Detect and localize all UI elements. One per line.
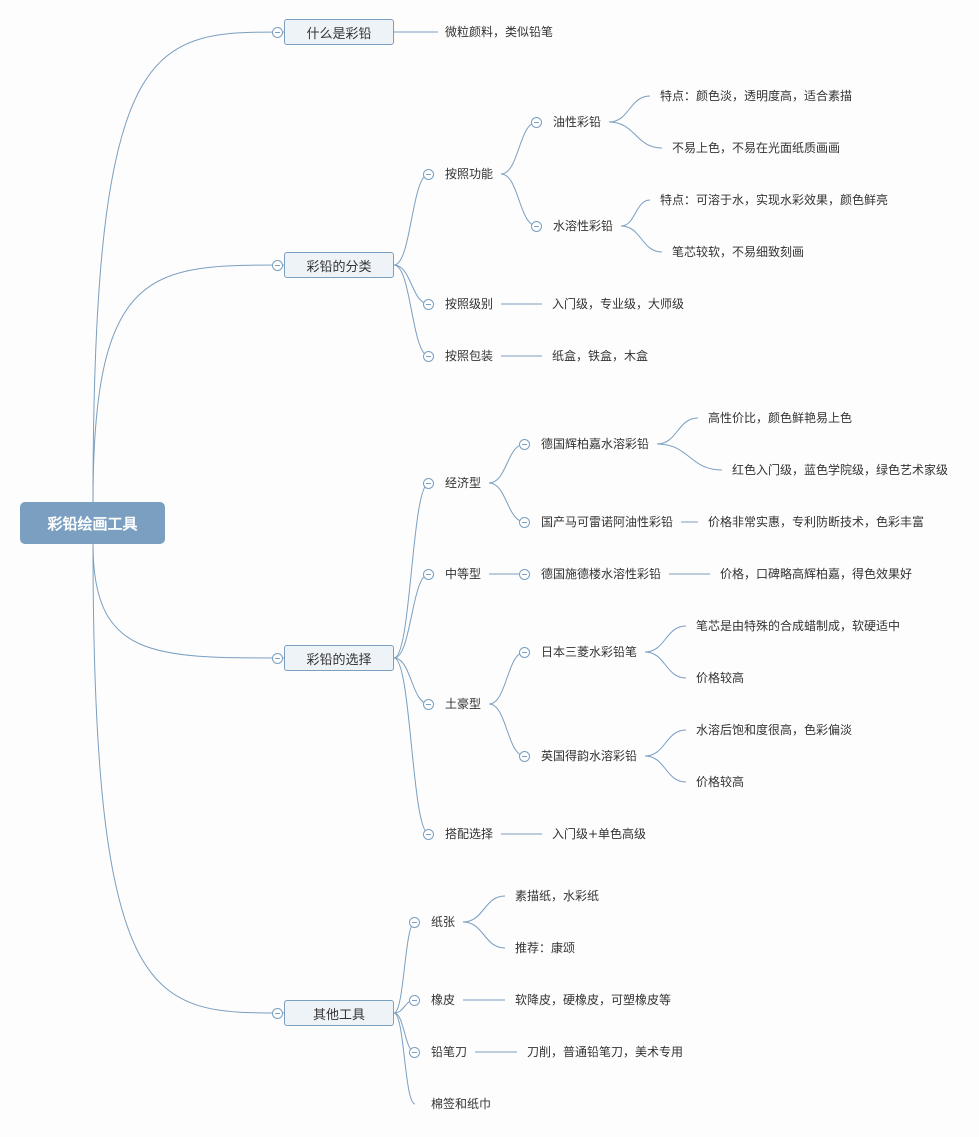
connector-line [393, 657, 430, 835]
collapse-toggle-icon[interactable] [408, 994, 420, 1006]
collapse-toggle-icon[interactable] [530, 220, 542, 232]
topic-label: 按照功能 [445, 167, 494, 181]
connector-line [500, 173, 538, 227]
leaf-label: 特点：可溶于水，实现水彩效果，颜色鲜亮 [660, 193, 889, 207]
collapse-toggle-icon[interactable] [518, 516, 530, 528]
leaf-label: 价格非常实惠，专利防断技术，色彩丰富 [708, 515, 925, 529]
connector-line [656, 443, 723, 471]
collapse-toggle-icon[interactable] [408, 916, 420, 928]
connector-line [644, 729, 687, 757]
leaf-label: 红色入门级，蓝色学院级，绿色艺术家级 [732, 463, 949, 477]
subtopic-label: 水溶性彩铅 [553, 219, 614, 233]
connector-line [393, 264, 430, 357]
topic-label: 搭配选择 [445, 827, 494, 841]
subtopic-label: 油性彩铅 [553, 115, 602, 129]
collapse-toggle-icon[interactable] [518, 646, 530, 658]
leaf-label: 刀削，普通铅笔刀，美术专用 [527, 1045, 684, 1059]
connector-line [92, 543, 285, 1014]
branch-node[interactable]: 彩铅的选择 [284, 645, 394, 671]
collapse-toggle-icon[interactable] [422, 350, 434, 362]
collapse-toggle-icon[interactable] [271, 652, 283, 664]
collapse-toggle-icon[interactable] [422, 477, 434, 489]
collapse-toggle-icon[interactable] [518, 568, 530, 580]
collapse-toggle-icon[interactable] [422, 568, 434, 580]
topic-label: 棉签和纸巾 [431, 1097, 492, 1111]
connector-line [393, 1012, 416, 1105]
topic-label: 铅笔刀 [431, 1045, 468, 1059]
branch-node[interactable]: 彩铅的分类 [284, 252, 394, 278]
leaf-label: 水溶后饱和度很高，色彩偏淡 [696, 723, 853, 737]
topic-label: 中等型 [445, 567, 482, 581]
leaf-label: 笔芯较软，不易细致刻画 [672, 245, 805, 259]
connector-line [393, 264, 430, 305]
connector-line [620, 225, 663, 253]
connector-line [462, 921, 506, 949]
collapse-toggle-icon[interactable] [271, 259, 283, 271]
collapse-toggle-icon[interactable] [422, 168, 434, 180]
topic-label: 土豪型 [445, 697, 482, 711]
connector-line [608, 95, 651, 123]
connector-line [393, 1012, 416, 1053]
connector-line [644, 651, 687, 679]
subtopic-label: 日本三菱水彩铅笔 [541, 645, 638, 659]
connector-line [488, 443, 526, 484]
leaf-label: 入门级，专业级，大师级 [552, 297, 685, 311]
collapse-toggle-icon[interactable] [530, 116, 542, 128]
connector-line [644, 755, 687, 783]
collapse-toggle-icon[interactable] [518, 750, 530, 762]
collapse-toggle-icon[interactable] [422, 698, 434, 710]
leaf-label: 价格较高 [696, 671, 745, 685]
topic-label: 经济型 [445, 476, 482, 490]
topic-label: 纸张 [431, 915, 456, 929]
connector-line [644, 625, 687, 653]
leaf-label: 高性价比，颜色鲜艳易上色 [708, 411, 853, 425]
leaf-label: 素描纸，水彩纸 [515, 889, 600, 903]
leaf-label: 纸盒，铁盒，木盒 [552, 349, 649, 363]
connector-line [92, 543, 285, 659]
collapse-toggle-icon[interactable] [422, 828, 434, 840]
connector-line [488, 482, 526, 523]
leaf-label: 特点：颜色淡，透明度高，适合素描 [660, 89, 853, 103]
connector-line [462, 895, 506, 923]
connector-line [608, 121, 663, 149]
topic-label: 按照包装 [445, 349, 494, 363]
collapse-toggle-icon[interactable] [422, 298, 434, 310]
collapse-toggle-icon[interactable] [408, 1046, 420, 1058]
subtopic-label: 英国得韵水溶彩铅 [541, 749, 638, 763]
leaf-label: 价格较高 [696, 775, 745, 789]
leaf-label: 入门级+单色高级 [552, 827, 647, 841]
subtopic-label: 德国辉柏嘉水溶彩铅 [541, 437, 650, 451]
connector-line [500, 121, 538, 175]
leaf-label: 笔芯是由特殊的合成蜡制成，软硬适中 [696, 619, 901, 633]
connector-line [393, 173, 430, 266]
collapse-toggle-icon[interactable] [518, 438, 530, 450]
leaf-label: 价格，口碑略高辉柏嘉，得色效果好 [720, 567, 913, 581]
collapse-toggle-icon[interactable] [271, 1007, 283, 1019]
subtopic-label: 国产马可雷诺阿油性彩铅 [541, 515, 674, 529]
branch-node[interactable]: 其他工具 [284, 1000, 394, 1026]
connector-line [488, 651, 526, 705]
branch-node[interactable]: 什么是彩铅 [284, 19, 394, 45]
topic-label: 按照级别 [445, 297, 494, 311]
topic-label: 橡皮 [431, 993, 456, 1007]
connector-line [92, 264, 285, 503]
connector-line [393, 573, 430, 659]
connector-line [92, 31, 285, 503]
collapse-toggle-icon[interactable] [271, 26, 283, 38]
connector-line [393, 482, 430, 659]
root-node[interactable]: 彩铅绘画工具 [20, 502, 165, 544]
connector-line [620, 199, 651, 227]
leaf-label: 推荐：康颂 [515, 941, 576, 955]
connector-line [488, 703, 526, 757]
leaf-label: 软降皮，硬橡皮，可塑橡皮等 [515, 993, 672, 1007]
leaf-label: 不易上色，不易在光面纸质画画 [672, 141, 841, 155]
connector-line [656, 417, 699, 445]
leaf-label: 微粒颜料，类似铅笔 [445, 25, 554, 39]
subtopic-label: 德国施德楼水溶性彩铅 [541, 567, 662, 581]
